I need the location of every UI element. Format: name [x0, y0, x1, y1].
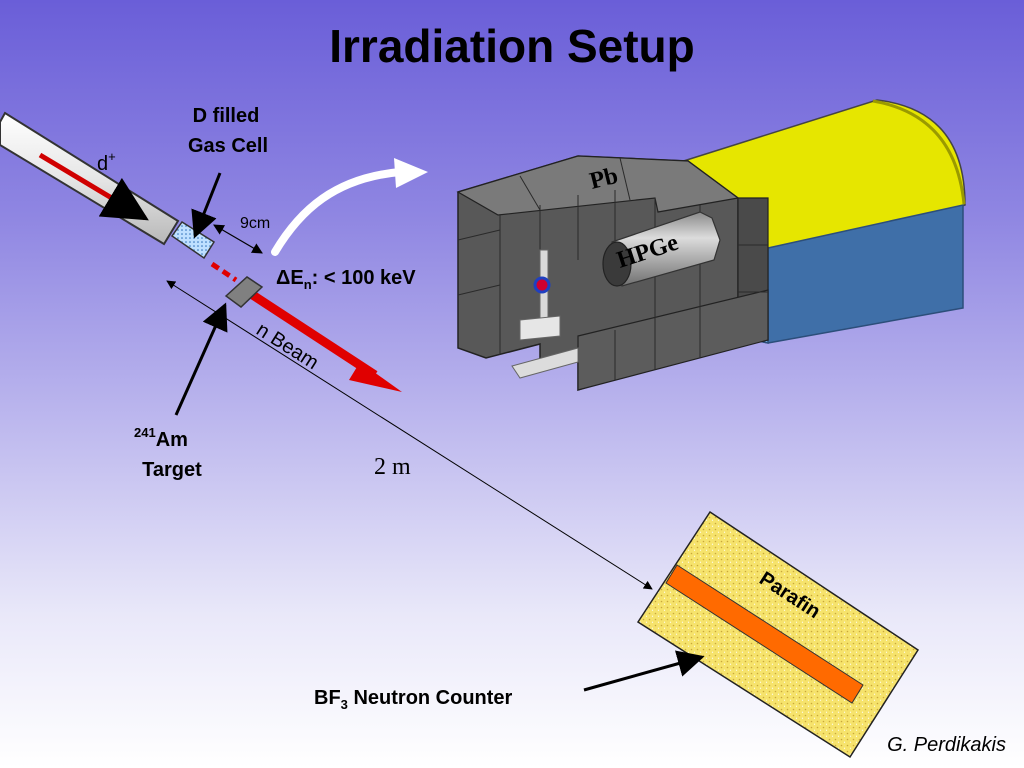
cell-target-link: [210, 261, 238, 283]
counter-pointer: [583, 650, 705, 692]
deuteron-beam-arrow: [38, 152, 149, 221]
transfer-arrow: [271, 168, 404, 256]
deuteron-label: d+: [97, 149, 116, 175]
gas-cell-pointer: [191, 172, 222, 239]
author-credit: G. Perdikakis: [887, 734, 1006, 756]
counter-label: BF3 Neutron Counter: [314, 687, 513, 712]
energy-spread-label: ΔEn: < 100 keV: [276, 267, 416, 292]
gas-cell-label-line2: Gas Cell: [188, 135, 268, 157]
distance-cell-dimension: [213, 224, 263, 254]
gas-cell: [170, 220, 216, 260]
transfer-arrowhead: [394, 158, 428, 188]
target-label-line1: 241Am: [134, 425, 188, 451]
n-beam-label: n Beam: [252, 319, 322, 375]
slide-title: Irradiation Setup: [329, 20, 694, 72]
distance-cell-label: 9cm: [240, 215, 270, 232]
distance-far-label: 2 m: [374, 454, 411, 480]
target-label-line2: Target: [142, 459, 202, 481]
gas-cell-label-line1: D filled: [193, 105, 260, 127]
distance-far-dimension: [166, 280, 653, 590]
detector-assembly: [456, 99, 966, 392]
beam-tube: [0, 111, 180, 246]
target-pointer: [174, 302, 228, 416]
neutron-counter: [636, 510, 920, 759]
